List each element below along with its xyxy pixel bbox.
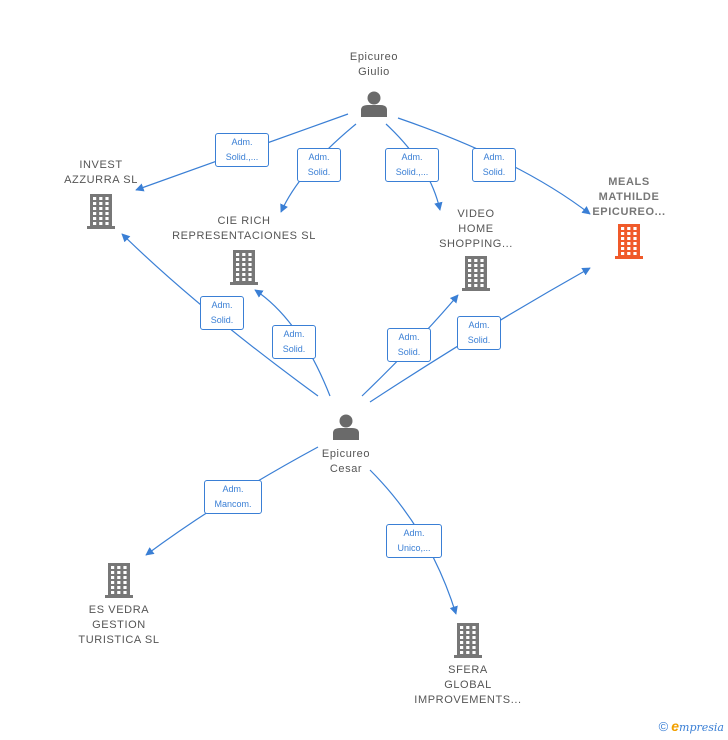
relation-label-giulio-meals[interactable]: Adm.Solid. [472, 148, 516, 182]
building-icon[interactable] [454, 623, 482, 658]
relation-label-giulio-invest[interactable]: Adm.Solid.,... [215, 133, 269, 167]
relation-label-cesar-esvedra[interactable]: Adm.Mancom. [204, 480, 262, 514]
building-icon[interactable] [462, 256, 490, 291]
relation-lines [121, 113, 591, 615]
person-icon[interactable] [333, 414, 359, 441]
relation-label-giulio-video[interactable]: Adm.Solid.,... [385, 148, 439, 182]
building-icon[interactable] [105, 563, 133, 598]
brand-name: mpresia [679, 721, 724, 734]
relation-label-cesar-invest[interactable]: Adm.Solid. [200, 296, 244, 330]
building-icon[interactable] [615, 224, 643, 259]
relation-label-cesar-sfera[interactable]: Adm.Unico,... [386, 524, 442, 558]
footer-brand: ©empresia [659, 718, 724, 734]
relation-label-cesar-cierich[interactable]: Adm.Solid. [272, 325, 316, 359]
brand-initial: e [671, 718, 680, 734]
building-icon[interactable] [87, 194, 115, 229]
building-icon[interactable] [230, 250, 258, 285]
node-icons [87, 91, 643, 658]
relation-label-giulio-cierich[interactable]: Adm.Solid. [297, 148, 341, 182]
relation-label-cesar-meals[interactable]: Adm.Solid. [457, 316, 501, 350]
person-icon[interactable] [361, 91, 387, 118]
copyright-symbol: © [658, 719, 669, 734]
relation-label-cesar-video[interactable]: Adm.Solid. [387, 328, 431, 362]
